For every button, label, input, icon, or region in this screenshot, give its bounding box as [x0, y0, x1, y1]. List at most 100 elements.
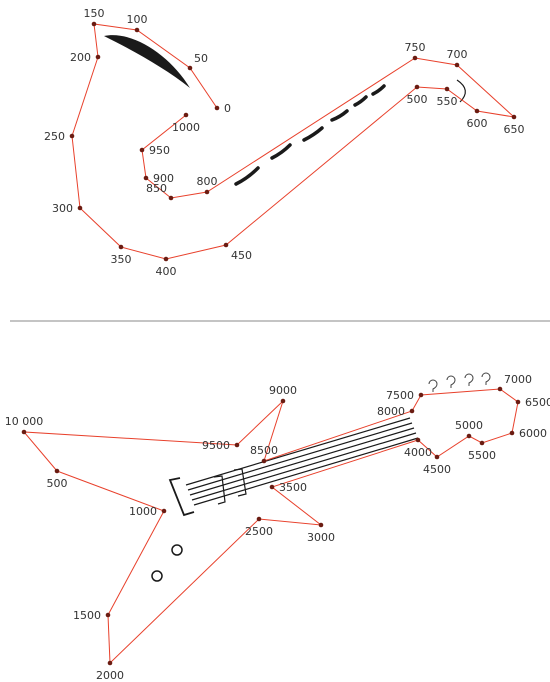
guitar-dot-label: 8500: [250, 444, 278, 457]
saxophone-keys: [234, 84, 386, 186]
guitar-string-1: [185, 417, 411, 486]
guitar-pickup-1: [213, 475, 226, 505]
saxophone-key-6: [371, 84, 386, 96]
saxophone-dot-label: 400: [156, 265, 177, 278]
saxophone-dot-label: 750: [405, 41, 426, 54]
saxophone-dot-label: 200: [70, 51, 91, 64]
saxophone-dot-label: 150: [84, 7, 105, 20]
guitar-string-3: [189, 427, 415, 496]
guitar-dot-label: 5500: [468, 449, 496, 462]
saxophone-dot: [183, 112, 189, 118]
guitar-dot-label: 5000: [455, 419, 483, 432]
guitar-strings: [185, 417, 419, 506]
guitar-string-4: [191, 432, 417, 501]
guitar-peg-3: [464, 373, 474, 386]
saxophone-key-1: [234, 166, 260, 186]
saxophone-key-2: [270, 143, 292, 160]
guitar-dot: [54, 468, 60, 474]
saxophone-dot-label: 250: [44, 130, 65, 143]
saxophone-dot-label: 800: [197, 175, 218, 188]
saxophone-dot-label: 350: [111, 253, 132, 266]
guitar-dot-label: 6000: [519, 427, 547, 440]
guitar-dot: [434, 454, 440, 460]
guitar-pickup-2: [233, 468, 247, 497]
saxophone-dot: [139, 147, 145, 153]
guitar-dot-label: 3500: [279, 481, 307, 494]
guitar-puzzle: 500 1000 1500 2000 2500 3000 3500 4000 4500 5000 5…: [5, 372, 550, 682]
guitar-dot-label: 9000: [269, 384, 297, 397]
guitar-dot: [515, 399, 521, 405]
saxophone-dot: [214, 105, 220, 111]
guitar-dot: [256, 516, 262, 522]
guitar-dot-label: 4000: [404, 446, 432, 459]
guitar-dot-label: 9500: [202, 439, 230, 452]
saxophone-dot: [444, 86, 450, 92]
saxophone-bell-curve: [456, 79, 466, 103]
guitar-string-5: [193, 437, 419, 506]
guitar-dot: [409, 408, 415, 414]
saxophone-dot-label: 550: [437, 95, 458, 108]
guitar-peg-4: [481, 372, 491, 385]
guitar-dot: [105, 612, 111, 618]
saxophone-dot: [187, 65, 193, 71]
guitar-dot-label: 500: [47, 477, 68, 490]
guitar-peg-1: [428, 379, 438, 392]
saxophone-dot-label: 450: [231, 249, 252, 262]
saxophone-dot: [69, 133, 75, 139]
saxophone-dot: [163, 256, 169, 262]
saxophone-dot-label: 600: [467, 117, 488, 130]
saxophone-dot: [77, 205, 83, 211]
guitar-dot-label: 1500: [73, 609, 101, 622]
saxophone-dot-label: 300: [52, 202, 73, 215]
guitar-dot-label: 7000: [504, 373, 532, 386]
saxophone-dot-label: 650: [504, 123, 525, 136]
saxophone-dot: [474, 108, 480, 114]
guitar-knob-1: [171, 544, 183, 556]
guitar-dot: [466, 433, 472, 439]
saxophone-dot: [168, 195, 174, 201]
saxophone-dot-label: 100: [127, 13, 148, 26]
saxophone-dot-label: 0: [224, 102, 231, 115]
guitar-dot: [280, 398, 286, 404]
guitar-dot: [497, 386, 503, 392]
saxophone-key-5: [353, 95, 368, 107]
guitar-dot: [234, 442, 240, 448]
guitar-dot-label: 4500: [423, 463, 451, 476]
guitar-dot-label: 8000: [377, 405, 405, 418]
guitar-dot: [479, 440, 485, 446]
guitar-dot-label: 2000: [96, 669, 124, 682]
saxophone-dot: [134, 27, 140, 33]
saxophone-dot: [511, 114, 517, 120]
saxophone-dot-label: 850: [146, 182, 167, 195]
saxophone-dot-label: 1000: [172, 121, 200, 134]
saxophone-puzzle: 0 50 100 150 200 250 300 350 400 450 500 550 600 650 7…: [44, 7, 525, 278]
guitar-dot-label: 1000: [129, 505, 157, 518]
saxophone-key-3: [302, 126, 324, 142]
guitar-dot: [161, 508, 167, 514]
guitar-dot-label: 3000: [307, 531, 335, 544]
guitar-dot: [318, 522, 324, 528]
guitar-string-2: [187, 422, 413, 491]
guitar-peg-2: [446, 375, 456, 388]
guitar-knob-2: [151, 570, 163, 582]
saxophone-dot-label: 900: [153, 172, 174, 185]
guitar-dot: [415, 437, 421, 443]
saxophone-dot: [414, 84, 420, 90]
guitar-dot-label: 6500: [525, 396, 550, 409]
guitar-tuning-pegs: [428, 372, 491, 392]
saxophone-mouthpiece-crescent: [104, 35, 190, 88]
guitar-dot: [509, 430, 515, 436]
saxophone-dot-label: 700: [447, 48, 468, 61]
saxophone-dot-label: 50: [194, 52, 208, 65]
guitar-dot: [21, 429, 27, 435]
guitar-bridge: [168, 477, 195, 517]
saxophone-dot: [91, 21, 97, 27]
saxophone-dot: [454, 62, 460, 68]
saxophone-dot-label: 950: [149, 144, 170, 157]
saxophone-dot-label: 500: [407, 93, 428, 106]
guitar-dot-label: 2500: [245, 525, 273, 538]
saxophone-dot: [95, 54, 101, 60]
guitar-dot-label: 7500: [386, 389, 414, 402]
saxophone-dot: [204, 189, 210, 195]
